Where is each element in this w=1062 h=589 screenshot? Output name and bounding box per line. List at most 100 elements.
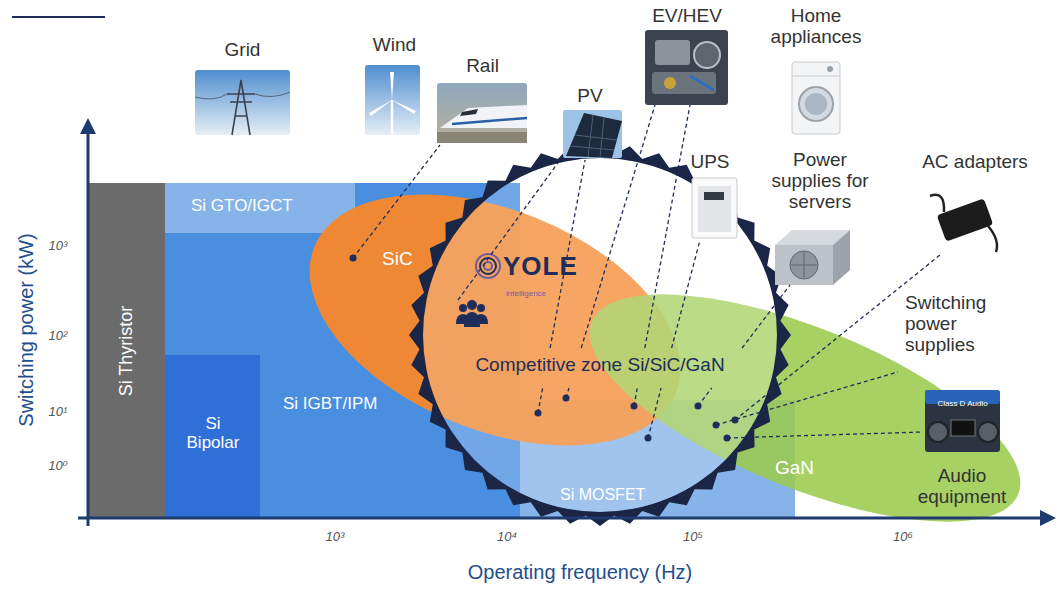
application-label-holder: Switching power supplies xyxy=(905,293,1025,356)
tick-label: 10¹ xyxy=(49,405,68,419)
application-label-holder: Audio equipment xyxy=(912,466,1012,508)
zone-ring xyxy=(409,144,791,526)
tick-label-holder: 10³ xyxy=(315,527,355,545)
leader-dots-part xyxy=(350,255,357,262)
region-label: Si IGBT/IPM xyxy=(283,395,377,414)
audio-chip-photo-part xyxy=(951,420,975,436)
grid-photo-part xyxy=(227,80,255,135)
leader-lines-part xyxy=(353,145,440,258)
application-label: Wind xyxy=(373,35,416,56)
tick-label: 10⁰ xyxy=(48,459,68,473)
logo-subtext: intelligence xyxy=(506,290,546,299)
leader-dots-part xyxy=(695,403,702,410)
server-psu-photo-part xyxy=(790,251,818,279)
chip-text-holder: Class D Audio xyxy=(927,392,998,410)
leader-lines-part xyxy=(698,388,712,406)
thyristor-band: Si Thyristor xyxy=(88,183,165,518)
ac-adapter-photo-part xyxy=(937,198,994,241)
rail-photo xyxy=(437,83,527,143)
application-label: Switching power supplies xyxy=(905,293,1025,356)
ups-photo-part xyxy=(692,178,737,238)
people-icon-part xyxy=(459,304,467,312)
region-label: Si MOSFET xyxy=(560,486,645,504)
tick-label: 10⁶ xyxy=(893,530,913,544)
audio-chip-photo-part xyxy=(925,390,1000,452)
washing-machine-photo-part xyxy=(827,66,833,72)
pv-photo xyxy=(563,110,622,158)
application-label: Audio equipment xyxy=(912,466,1012,508)
gto-band-text-holder: Si GTO/IGCT xyxy=(191,197,293,216)
application-label: PV xyxy=(577,86,602,107)
region-label: Si Thyristor xyxy=(117,305,137,396)
application-label: Home appliances xyxy=(758,6,874,48)
application-label-holder: Grid xyxy=(195,40,290,61)
axes-part xyxy=(78,517,1042,520)
server-psu-photo-part xyxy=(791,252,817,278)
pv-photo-part xyxy=(570,115,617,158)
audio-chip-photo xyxy=(925,390,1000,452)
leader-lines-part xyxy=(742,285,790,348)
washing-machine-photo xyxy=(792,62,840,134)
application-label-holder: Power supplies for servers xyxy=(760,150,880,213)
application-label-holder: EV/HEV xyxy=(638,6,736,27)
application-label-holder: AC adapters xyxy=(912,152,1038,173)
logo-text-holder: YOLE xyxy=(503,252,578,281)
tick-label: 10⁵ xyxy=(683,530,703,544)
leader-dots-part xyxy=(645,435,652,442)
tick-label: 10³ xyxy=(326,530,345,544)
leader-lines-part xyxy=(727,432,923,438)
yole-logo-mark xyxy=(476,254,500,278)
star-outline xyxy=(408,143,792,527)
wind-photo-part xyxy=(391,100,394,135)
leader-lines-part xyxy=(634,388,637,406)
tick-label: 10³ xyxy=(49,239,68,253)
gan-ellipse-text-holder: GaN xyxy=(775,458,814,479)
wind-photo-part xyxy=(365,65,420,135)
washing-machine-photo-part xyxy=(792,76,840,77)
server-psu-photo-part xyxy=(775,230,850,245)
tick-label: 10⁴ xyxy=(497,530,517,544)
axis-title-holder: Operating frequency (Hz) xyxy=(330,561,830,583)
ups-photo xyxy=(692,178,737,238)
leader-lines-part xyxy=(645,105,690,348)
grid-photo-part xyxy=(195,92,290,99)
people-icon-part xyxy=(464,312,480,327)
server-psu-photo-part xyxy=(775,245,833,285)
chip-text: Class D Audio xyxy=(937,400,987,409)
logo-text: YOLE xyxy=(503,252,578,281)
competitive-zone-circle-text-holder: Competitive zone Si/SiC/GaN xyxy=(448,355,752,376)
rail-photo-part xyxy=(437,132,527,143)
mosfet-region-text-holder: Si MOSFET xyxy=(560,486,645,504)
rail-photo-part xyxy=(437,83,527,143)
corner-rule xyxy=(12,16,105,18)
leader-dots xyxy=(350,255,739,442)
application-label: Power supplies for servers xyxy=(760,150,880,213)
tick-label: 10² xyxy=(49,329,68,343)
application-label-holder: Rail xyxy=(445,56,520,77)
leader-lines xyxy=(353,105,940,438)
leader-lines-part xyxy=(566,388,569,398)
sic-ellipse-text-holder: SiC xyxy=(382,249,413,270)
axes-part xyxy=(80,118,96,134)
application-label: UPS xyxy=(690,152,729,173)
axis-title-holder: Switching power (kW) xyxy=(15,233,37,426)
gto-band: Si GTO/IGCT xyxy=(165,183,355,233)
rail-photo-part xyxy=(460,109,478,116)
region-label: Competitive zone Si/SiC/GaN xyxy=(475,355,724,376)
leader-dots-part xyxy=(713,422,720,429)
axis-title: Switching power (kW) xyxy=(15,233,37,426)
pv-photo-part xyxy=(563,110,622,158)
people-icon xyxy=(456,300,488,327)
leader-lines-part xyxy=(538,388,543,413)
ev-engine-photo-part xyxy=(694,42,720,68)
leader-lines-part xyxy=(672,240,700,348)
application-label: Rail xyxy=(466,56,499,77)
people-icon-part xyxy=(456,314,470,324)
washing-machine-photo-part xyxy=(805,93,827,115)
competitive-zone-circle: Competitive zone Si/SiC/GaN xyxy=(408,143,792,527)
application-label: EV/HEV xyxy=(652,6,722,27)
audio-chip-photo-part xyxy=(978,422,998,442)
leader-dots-part xyxy=(631,403,638,410)
tick-label-holder: 10⁵ xyxy=(673,527,713,545)
